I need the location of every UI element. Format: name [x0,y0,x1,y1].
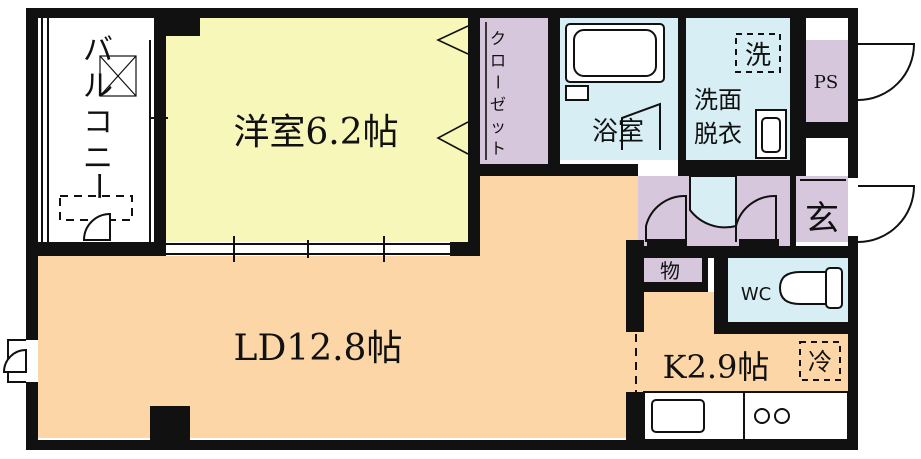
balcony-char: ニ [83,141,113,176]
closet-char: ッ [490,117,506,136]
fridge-label: 冷 [808,348,832,376]
balcony-railing [41,18,151,242]
balcony-char: ー [80,171,115,201]
closet-area [478,18,548,166]
toilet-label: WC [741,284,771,305]
bedroom-area [166,18,468,242]
balcony-char: バ [83,33,113,68]
entrance-label: 玄 [805,199,839,239]
closet-char: ー [488,74,507,90]
living-area [38,256,638,438]
balcony-char: コ [83,105,113,140]
closet-label: ク ロ ー ゼ ッ ト [488,29,507,158]
bathtub [565,23,665,101]
ps-area [806,40,848,122]
washbasin [755,109,787,159]
washer-box [735,33,781,73]
living-area-upper [480,174,638,264]
fridge-box [799,341,841,381]
balcony-label: バ ル コ ニ ー [80,33,115,201]
balcony-area [38,18,154,242]
balcony-char: ル [83,69,113,104]
living-label: LD12.8帖 [234,328,403,369]
closet-char: ゼ [490,95,506,114]
storage-area [642,258,702,282]
closet-doors [436,22,487,160]
kitchen-counter [643,391,849,441]
entrance-doors [800,43,916,243]
bedroom-window [150,40,168,190]
ps-label: PS [814,72,838,93]
bath-door [621,102,661,150]
washroom-label-2: 脱衣 [694,120,742,148]
washer-label: 洗 [745,41,771,71]
bedroom-sliding-door [166,236,450,262]
kitchen-label: K2.9帖 [663,348,770,386]
closet-char: ロ [490,51,506,70]
washroom-label-1: 洗面 [694,86,742,114]
toilet-fixture [778,267,843,309]
entrance-area [796,176,848,242]
closet-char: ク [490,29,506,48]
balcony-unit [59,55,137,241]
bath-label: 浴室 [592,117,644,147]
bedroom-label: 洋室6.2帖 [233,112,398,153]
closet-char: ト [490,139,506,158]
storage-label: 物 [660,259,680,283]
hall-doors [645,175,779,249]
ld-side-door [2,339,27,383]
